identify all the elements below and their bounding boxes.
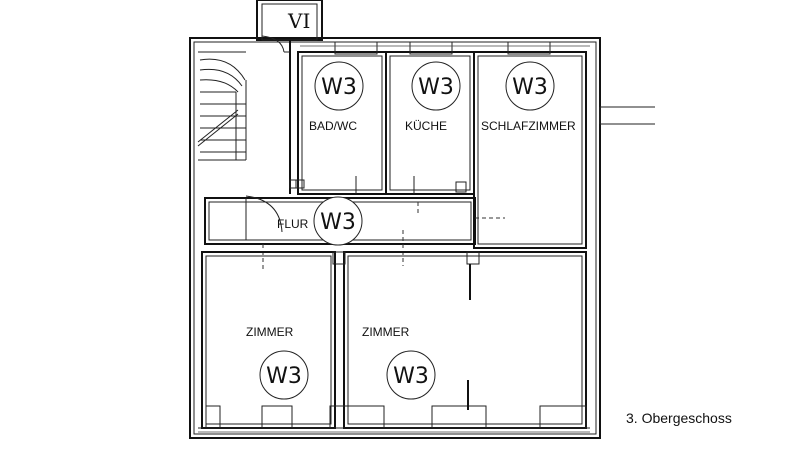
stair-marker-label: VI (287, 9, 310, 33)
unit-badge-label: W3 (512, 75, 548, 100)
unit-badge: W3 (259, 350, 309, 400)
unit-badge: W3 (505, 61, 555, 111)
unit-badge: W3 (313, 196, 363, 246)
unit-badge: W3 (411, 61, 461, 111)
stair-tower: VI (256, 0, 323, 41)
upper-rooms (261, 35, 590, 249)
room-label-bad: BAD/WC (309, 119, 357, 133)
unit-badge-label: W3 (321, 75, 357, 100)
unit-badge: W3 (314, 61, 364, 111)
room-label-flur: FLUR (277, 217, 309, 231)
unit-badge: W3 (386, 350, 436, 400)
unit-badge-label: W3 (418, 75, 454, 100)
room-label-zimmer-left: ZIMMER (246, 325, 294, 339)
room-label-kueche: KÜCHE (405, 119, 447, 133)
lower-rooms (198, 251, 590, 433)
unit-badge-label: W3 (393, 364, 429, 389)
unit-badge-label: W3 (320, 210, 356, 235)
outer-walls (189, 37, 655, 439)
staircase (197, 51, 247, 161)
room-label-zimmer-right: ZIMMER (362, 325, 410, 339)
floor-label: 3. Obergeschoss (626, 410, 732, 426)
unit-badge-label: W3 (266, 364, 302, 389)
room-label-schlafzimmer: SCHLAFZIMMER (481, 119, 576, 133)
